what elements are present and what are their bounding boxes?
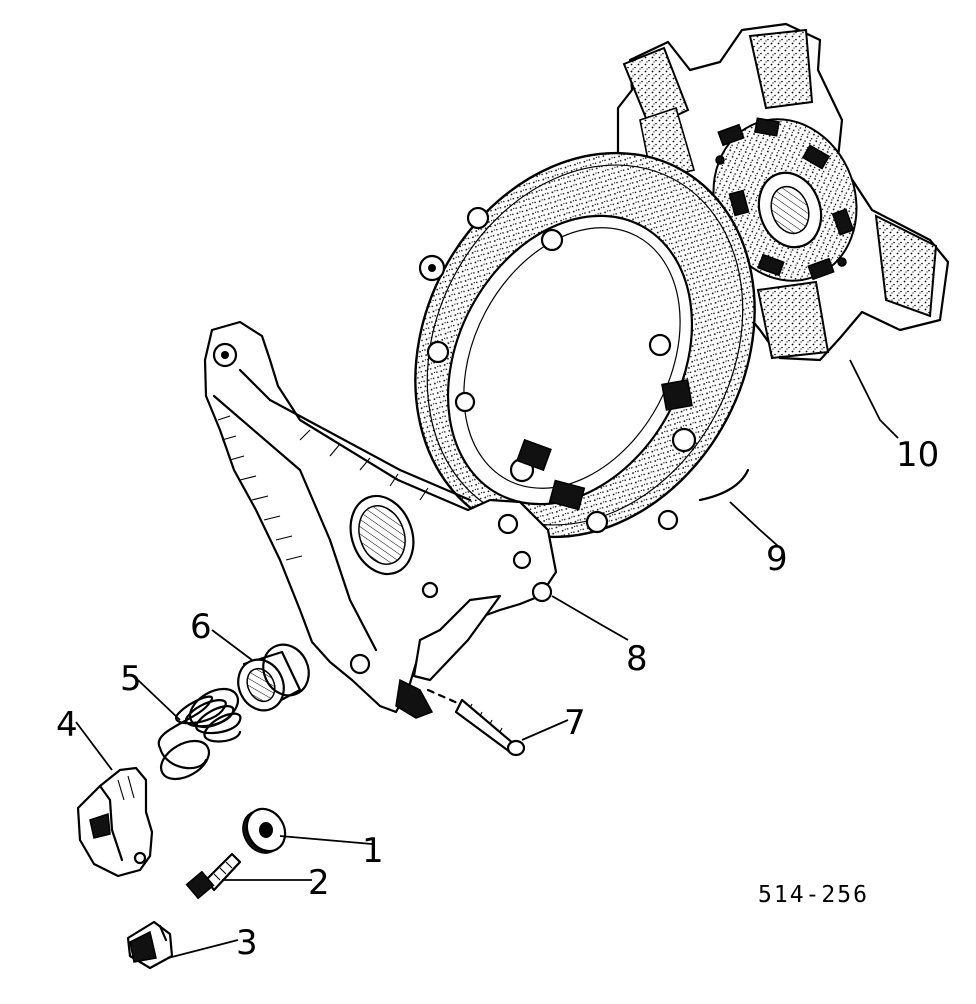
spring-part-5 — [157, 687, 242, 781]
callout-1: 1 — [362, 831, 384, 871]
latch-part-4 — [76, 766, 154, 878]
leader-8 — [551, 595, 629, 641]
pin-part-7 — [426, 688, 526, 757]
leader-10 — [849, 359, 899, 439]
callout-7: 7 — [564, 703, 586, 743]
leader-4 — [75, 721, 113, 771]
callout-2: 2 — [308, 863, 330, 903]
callout-8: 8 — [626, 639, 648, 679]
leader-1 — [279, 835, 373, 845]
callout-3: 3 — [236, 923, 258, 963]
leader-6 — [211, 629, 253, 661]
lever-bracket-part-8 — [203, 320, 558, 719]
callout-10: 10 — [896, 435, 939, 475]
washer-part-1 — [242, 807, 287, 854]
leader-9 — [729, 501, 779, 547]
leader-5 — [137, 679, 181, 721]
clutch-disc-part-10 — [616, 22, 950, 362]
callout-4: 4 — [56, 705, 78, 745]
drawing-reference-number: 514-256 — [758, 882, 869, 908]
leader-3 — [167, 939, 239, 959]
bushing-part-6 — [237, 643, 310, 712]
leader-7 — [521, 719, 569, 741]
callout-labels: 10 9 8 7 6 5 4 1 2 3 — [56, 435, 939, 963]
callout-5: 5 — [120, 659, 142, 699]
callout-9: 9 — [766, 539, 788, 579]
callout-6: 6 — [190, 607, 212, 647]
clip-part-3 — [126, 920, 174, 970]
pressure-plate-part-9 — [414, 151, 756, 539]
leader-lines — [75, 359, 899, 959]
bolt-part-2 — [185, 852, 242, 900]
